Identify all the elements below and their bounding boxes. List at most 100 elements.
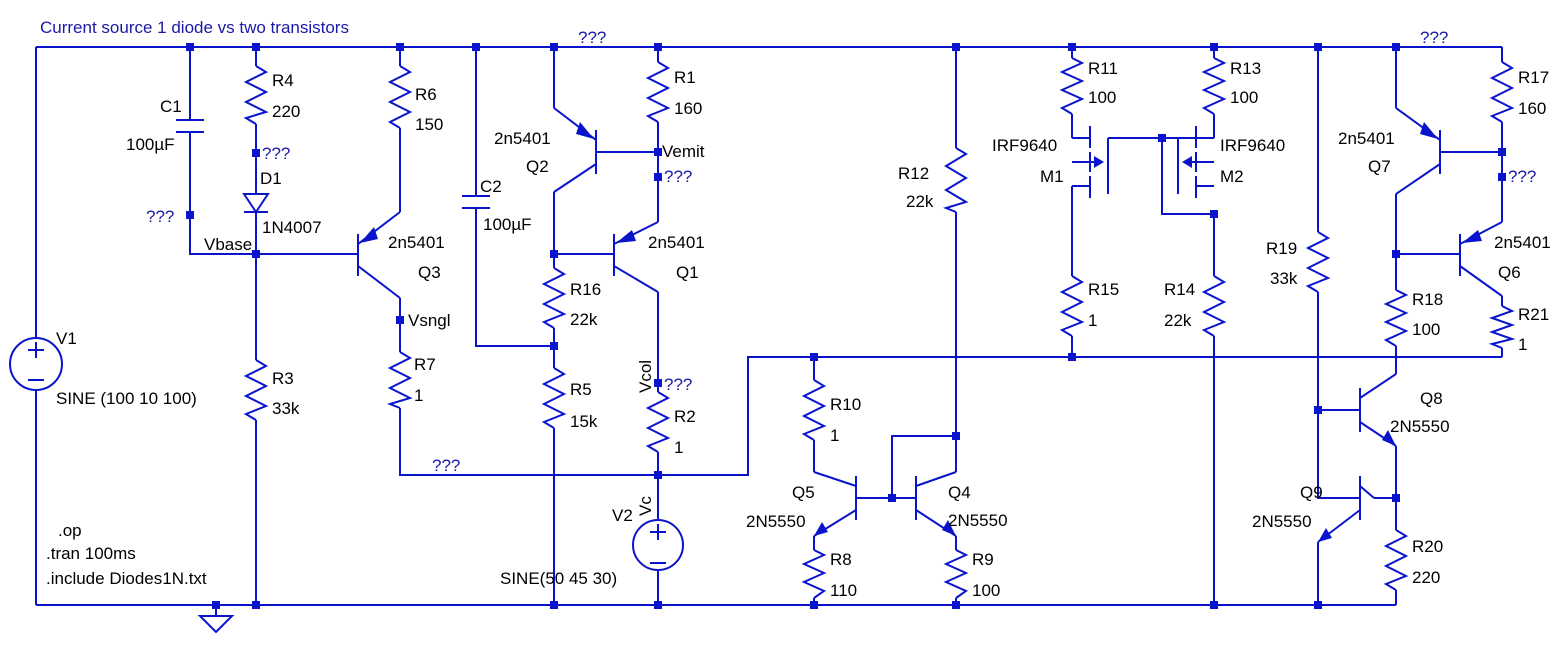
resistor-r21-symbol — [1488, 305, 1516, 349]
resistor-r6-symbol — [387, 65, 413, 129]
r12-value: 22k — [906, 192, 934, 211]
voltage-source-v2-symbol — [632, 519, 684, 571]
resistor-r5-symbol — [541, 367, 567, 429]
directive-tran: .tran 100ms — [46, 544, 136, 563]
net-label-c1-bottom: ??? — [146, 207, 174, 226]
net-label-vcol: Vcol — [636, 360, 655, 393]
resistor-r1-symbol — [645, 61, 671, 123]
m2-name: M2 — [1220, 167, 1244, 186]
transistor-q4-symbol — [915, 471, 957, 537]
m1-name: M1 — [1040, 167, 1064, 186]
r7-name: R7 — [414, 355, 436, 374]
c2-value: 100µF — [483, 215, 532, 234]
r19-name: R19 — [1266, 239, 1297, 258]
net-label-top-rail-1: ??? — [578, 28, 606, 47]
r10-name: R10 — [830, 395, 861, 414]
net-label-vsngl: Vsngl — [408, 311, 451, 330]
v1-name: V1 — [56, 329, 77, 348]
resistor-r4-symbol — [243, 65, 269, 125]
r13-name: R13 — [1230, 59, 1261, 78]
d1-name: D1 — [260, 169, 282, 188]
r3-name: R3 — [272, 369, 294, 388]
q5-name: Q5 — [792, 483, 815, 502]
v2-value: SINE(50 45 30) — [500, 569, 617, 588]
transistor-q9-symbol — [1317, 476, 1375, 543]
transistor-q8-symbol — [1359, 373, 1397, 447]
r17-name: R17 — [1518, 68, 1549, 87]
m1-type: IRF9640 — [992, 136, 1057, 155]
r3-value: 33k — [272, 399, 300, 418]
mosfet-m1-symbol — [1089, 126, 1109, 198]
voltage-source-v1-symbol — [9, 337, 63, 391]
net-label-d1-anode: ??? — [262, 144, 290, 163]
r12-name: R12 — [898, 164, 929, 183]
q6-name: Q6 — [1498, 263, 1521, 282]
r8-name: R8 — [830, 550, 852, 569]
r2-value: 1 — [674, 438, 683, 457]
r19-value: 33k — [1270, 269, 1298, 288]
q4-type: 2N5550 — [948, 511, 1008, 530]
r1-value: 160 — [674, 99, 702, 118]
q4-name: Q4 — [948, 483, 971, 502]
r9-value: 100 — [972, 581, 1000, 600]
r15-value: 1 — [1088, 311, 1097, 330]
m2-type: IRF9640 — [1220, 136, 1285, 155]
r1-name: R1 — [674, 68, 696, 87]
r6-value: 150 — [415, 115, 443, 134]
directive-include: .include Diodes1N.txt — [46, 569, 207, 588]
q8-type: 2N5550 — [1390, 417, 1450, 436]
r21-name: R21 — [1518, 305, 1549, 324]
transistor-q7-symbol — [1395, 107, 1441, 195]
directive-op: .op — [58, 521, 82, 540]
net-label-vc: Vc — [636, 496, 655, 516]
mosfet-m2-symbol — [1177, 126, 1197, 198]
resistor-r3-symbol — [243, 359, 269, 421]
transistor-q3-symbol — [357, 211, 401, 299]
c1-value: 100µF — [126, 135, 175, 154]
q5-type: 2N5550 — [746, 512, 806, 531]
r20-value: 220 — [1412, 568, 1440, 587]
r5-value: 15k — [570, 412, 598, 431]
wires — [35, 46, 1503, 606]
r8-value: 110 — [830, 581, 857, 600]
resistor-r2-symbol — [645, 391, 671, 453]
r4-value: 220 — [272, 102, 300, 121]
d1-value: 1N4007 — [262, 218, 322, 237]
r9-name: R9 — [972, 550, 994, 569]
q8-name: Q8 — [1420, 389, 1443, 408]
net-label-vbase: Vbase — [204, 235, 252, 254]
q6-type: 2n5401 — [1494, 233, 1551, 252]
capacitor-c2-symbol — [462, 195, 490, 209]
net-label-vemit: Vemit — [662, 142, 705, 161]
r11-name: R11 — [1088, 59, 1118, 78]
r18-value: 100 — [1412, 320, 1440, 339]
c2-name: C2 — [480, 177, 502, 196]
resistor-r8-symbol — [801, 549, 827, 599]
c1-name: C1 — [160, 97, 182, 116]
q3-name: Q3 — [418, 263, 441, 282]
q2-type: 2n5401 — [494, 129, 551, 148]
resistor-r14-symbol — [1201, 275, 1227, 337]
resistor-r16-symbol — [541, 267, 567, 329]
v1-value: SINE (100 10 100) — [56, 389, 197, 408]
net-label-r1-bottom: ??? — [664, 167, 692, 186]
net-label-top-rail-2: ??? — [1420, 28, 1448, 47]
net-label-r7-bottom: ??? — [432, 456, 460, 475]
q1-type: 2n5401 — [648, 233, 705, 252]
ground-symbol — [197, 605, 235, 634]
r14-value: 22k — [1164, 311, 1192, 330]
resistor-r7-symbol — [386, 351, 413, 409]
v2-name: V2 — [612, 506, 633, 525]
transistor-q1-symbol — [613, 221, 659, 293]
r2-name: R2 — [674, 407, 696, 426]
r10-value: 1 — [830, 426, 839, 445]
capacitor-c1-symbol — [176, 119, 204, 133]
transistor-q6-symbol — [1459, 221, 1503, 297]
resistor-r9-symbol — [943, 549, 969, 599]
resistor-r12-symbol — [942, 147, 969, 213]
q9-type: 2N5550 — [1252, 512, 1312, 531]
resistor-r19-symbol — [1305, 231, 1331, 293]
r11-value: 100 — [1088, 88, 1116, 107]
r14-name: R14 — [1164, 280, 1195, 299]
junctions — [186, 43, 1506, 609]
